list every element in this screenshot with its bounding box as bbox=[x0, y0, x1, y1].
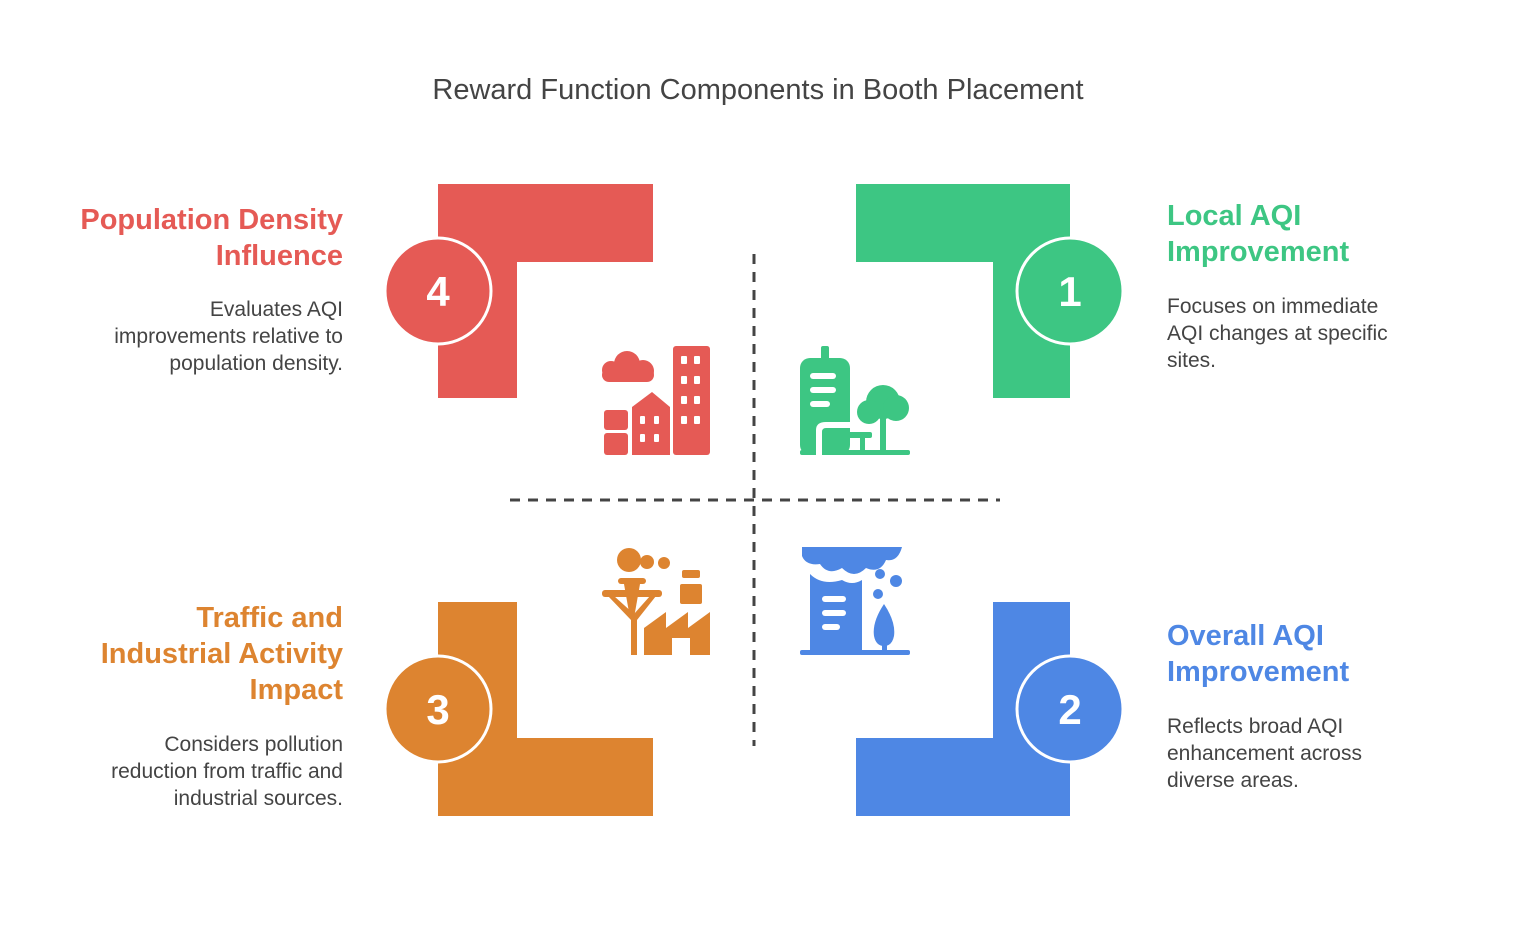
component-4-description: Evaluates AQI improvements relative to p… bbox=[40, 296, 343, 377]
component-3-heading-line3: Impact bbox=[249, 674, 343, 706]
component-1-description-line3: sites. bbox=[1167, 349, 1217, 372]
component-1-heading-line2: Improvement bbox=[1167, 236, 1350, 268]
component-4-description-line2: improvements relative to bbox=[114, 325, 343, 348]
component-3-heading-line2: Industrial Activity bbox=[100, 638, 343, 670]
quadrant-3-shape bbox=[438, 602, 653, 816]
component-2-description: Reflects broad AQI enhancement across di… bbox=[1167, 713, 1487, 794]
component-2-heading-line1: Overall AQI bbox=[1167, 620, 1324, 652]
component-2-description-line2: enhancement across bbox=[1167, 742, 1362, 765]
factory-power-line-icon bbox=[602, 548, 710, 655]
quadrant-1-number: 1 bbox=[1058, 268, 1081, 315]
quadrant-3-number: 3 bbox=[426, 686, 449, 733]
polluted-city-icon bbox=[800, 547, 910, 655]
component-3-heading: Traffic and Industrial Activity Impact bbox=[40, 600, 343, 708]
city-buildings-icon bbox=[602, 346, 710, 455]
component-3-description-line3: industrial sources. bbox=[173, 787, 343, 810]
quadrant-2-badge bbox=[1015, 654, 1125, 764]
quadrant-1-shape bbox=[856, 184, 1070, 398]
component-3-description-line2: reduction from traffic and bbox=[111, 760, 343, 783]
component-4-heading-line2: Influence bbox=[215, 240, 343, 272]
quadrant-3-badge bbox=[383, 654, 493, 764]
component-3-heading-line1: Traffic and bbox=[196, 602, 343, 634]
component-4-heading: Population Density Influence bbox=[40, 202, 343, 274]
component-4-description-line1: Evaluates AQI bbox=[209, 298, 343, 321]
component-1-description-line2: AQI changes at specific bbox=[1167, 322, 1388, 345]
quadrant-2-number: 2 bbox=[1058, 686, 1081, 733]
quadrant-4-number: 4 bbox=[426, 268, 450, 315]
quadrant-2-shape bbox=[856, 602, 1070, 816]
city-park-icon bbox=[800, 346, 910, 455]
component-1-description-line1: Focuses on immediate bbox=[1167, 295, 1379, 318]
component-1-heading: Local AQI Improvement bbox=[1167, 198, 1487, 270]
component-4-description-line3: population density. bbox=[169, 352, 343, 375]
diagram-title: Reward Function Components in Booth Plac… bbox=[432, 74, 1084, 106]
quadrant-4-shape bbox=[438, 184, 653, 398]
component-4-heading-line1: Population Density bbox=[80, 204, 343, 236]
component-2-heading: Overall AQI Improvement bbox=[1167, 618, 1487, 690]
quadrant-4-badge bbox=[383, 236, 493, 346]
component-2-description-line1: Reflects broad AQI bbox=[1167, 715, 1344, 738]
component-2-description-line3: diverse areas. bbox=[1167, 769, 1299, 792]
component-1-heading-line1: Local AQI bbox=[1167, 200, 1302, 232]
quadrant-1-badge bbox=[1015, 236, 1125, 346]
component-1-description: Focuses on immediate AQI changes at spec… bbox=[1167, 293, 1487, 374]
component-3-description-line1: Considers pollution bbox=[164, 733, 343, 756]
component-2-heading-line2: Improvement bbox=[1167, 656, 1350, 688]
component-3-description: Considers pollution reduction from traff… bbox=[40, 731, 343, 812]
